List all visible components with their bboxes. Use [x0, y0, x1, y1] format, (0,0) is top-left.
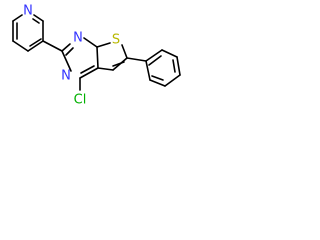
molecule-structure: N N N S Cl: [12, 4, 181, 108]
bond-lines: [12, 14, 181, 91]
atom-label-chlorine: Cl: [74, 93, 87, 108]
atom-label-n-pyridine: N: [23, 4, 33, 19]
atom-label-n-bottom: N: [61, 69, 71, 84]
atom-label-n-top: N: [73, 31, 83, 46]
atom-label-s-thiophene: S: [112, 33, 120, 48]
